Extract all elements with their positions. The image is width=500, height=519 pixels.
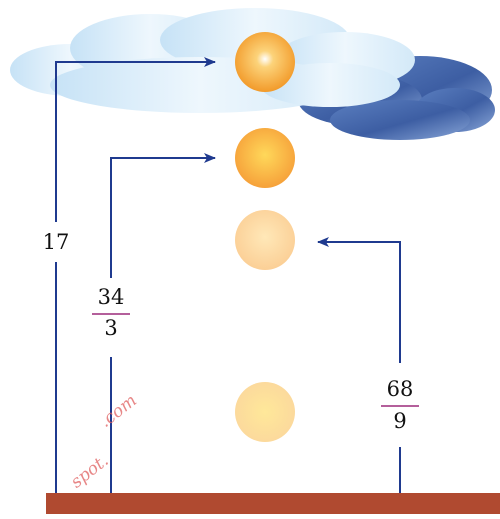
ball-third bbox=[235, 210, 295, 270]
front-cloud bbox=[10, 8, 415, 113]
arrow-right bbox=[318, 242, 400, 493]
label-right-numerator: 68 bbox=[387, 377, 414, 401]
watermark-line2: spot. bbox=[67, 451, 112, 493]
label-middle-numerator: 34 bbox=[98, 285, 125, 309]
ball-second bbox=[235, 128, 295, 188]
arrow-middle bbox=[111, 158, 215, 493]
ground bbox=[46, 493, 500, 514]
label-right-denominator: 9 bbox=[393, 409, 406, 433]
label-middle-denominator: 3 bbox=[104, 316, 117, 340]
watermark-line1: .com bbox=[96, 391, 141, 432]
ball-top bbox=[235, 32, 295, 92]
arrow-left bbox=[56, 62, 215, 493]
label-middle-fraction: 34 3 bbox=[92, 285, 130, 340]
ball-bottom bbox=[235, 382, 295, 442]
label-right-fraction: 68 9 bbox=[381, 377, 419, 433]
label-left: 17 bbox=[43, 230, 70, 254]
